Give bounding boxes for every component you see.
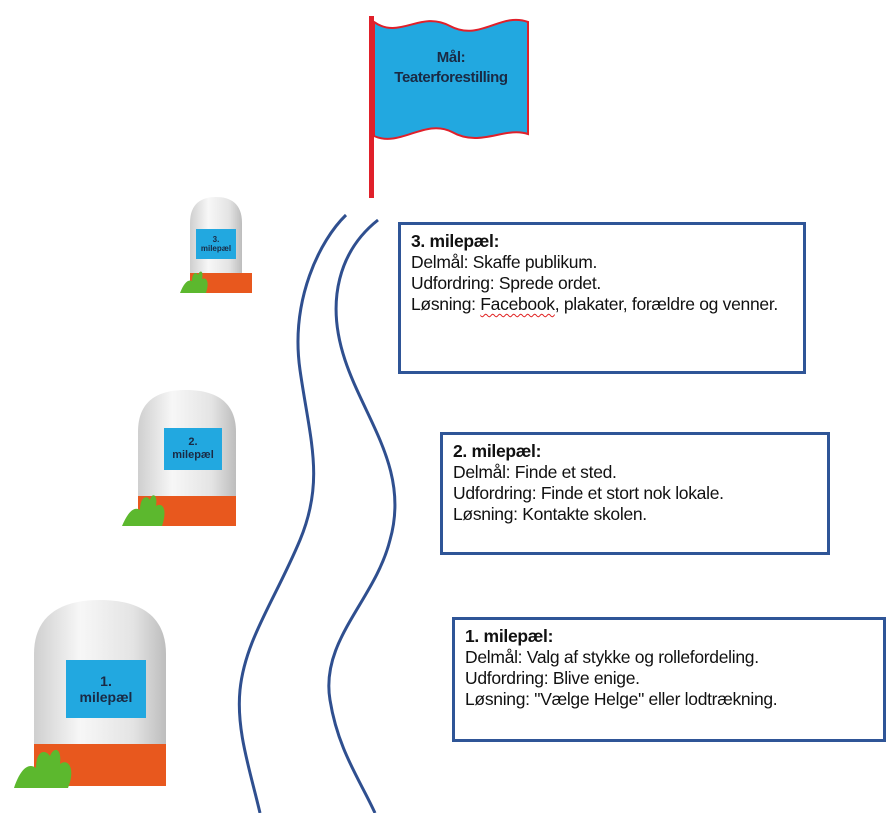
- goal-line-2: Teaterforestilling: [394, 69, 508, 86]
- milestone-2-challenge: Udfordring: Finde et stort nok lokale.: [453, 483, 724, 503]
- milestone-2-heading: 2. milepæl:: [453, 441, 542, 461]
- milestone-3-heading: 3. milepæl:: [411, 231, 500, 251]
- milestone-stone-3: 3. milepæl: [180, 193, 252, 293]
- milestone-plaque-1: 1. milepæl: [66, 660, 146, 718]
- goal-line-1: Mål:: [436, 49, 466, 66]
- stone-3-line-2: milepæl: [200, 244, 232, 253]
- goal-flag: [373, 19, 529, 140]
- milestone-stone-2: 2. milepæl: [122, 388, 238, 526]
- road-left-edge: [237, 213, 348, 813]
- milestone-3-subgoal: Delmål: Skaffe publikum.: [411, 252, 598, 272]
- stone-3-line-1: 3.: [212, 234, 220, 244]
- stone-1-line-2: milepæl: [79, 689, 133, 705]
- milestone-stone-1: 1. milepæl: [14, 598, 170, 794]
- milestone-info-3: 3. milepæl: Delmål: Skaffe publikum. Udf…: [398, 222, 806, 374]
- milestone-3-solution-prefix: Løsning:: [411, 294, 481, 314]
- milestone-2-subgoal: Delmål: Finde et sted.: [453, 462, 617, 482]
- milestone-3-solution-underlined: Facebook: [480, 294, 555, 314]
- milestone-info-2: 2. milepæl: Delmål: Finde et sted. Udfor…: [440, 432, 830, 555]
- milestone-2-solution: Løsning: Kontakte skolen.: [453, 504, 647, 524]
- stone-1-line-1: 1.: [100, 672, 112, 689]
- milestone-1-heading: 1. milepæl:: [465, 626, 554, 646]
- milestone-1-solution: Løsning: "Vælge Helge" eller lodtrækning…: [465, 689, 778, 709]
- road-right-edge: [327, 218, 397, 813]
- milestone-plaque-3: 3. milepæl: [196, 229, 236, 259]
- milestone-3-solution-suffix: , plakater, forældre og venner.: [554, 294, 779, 314]
- milestone-1-subgoal: Delmål: Valg af stykke og rollefordeling…: [465, 647, 759, 667]
- goal-label: Mål: Teaterforestilling: [376, 48, 526, 88]
- stone-2-line-2: milepæl: [172, 449, 214, 461]
- milestone-plaque-2: 2. milepæl: [164, 428, 222, 470]
- milestone-info-1: 1. milepæl: Delmål: Valg af stykke og ro…: [452, 617, 886, 742]
- milestone-1-challenge: Udfordring: Blive enige.: [465, 668, 640, 688]
- milestone-3-solution: Løsning: Facebook, plakater, forældre og…: [411, 294, 793, 315]
- stone-2-line-1: 2.: [188, 436, 198, 449]
- milestone-3-challenge: Udfordring: Sprede ordet.: [411, 273, 601, 293]
- flag-pole: [369, 16, 374, 198]
